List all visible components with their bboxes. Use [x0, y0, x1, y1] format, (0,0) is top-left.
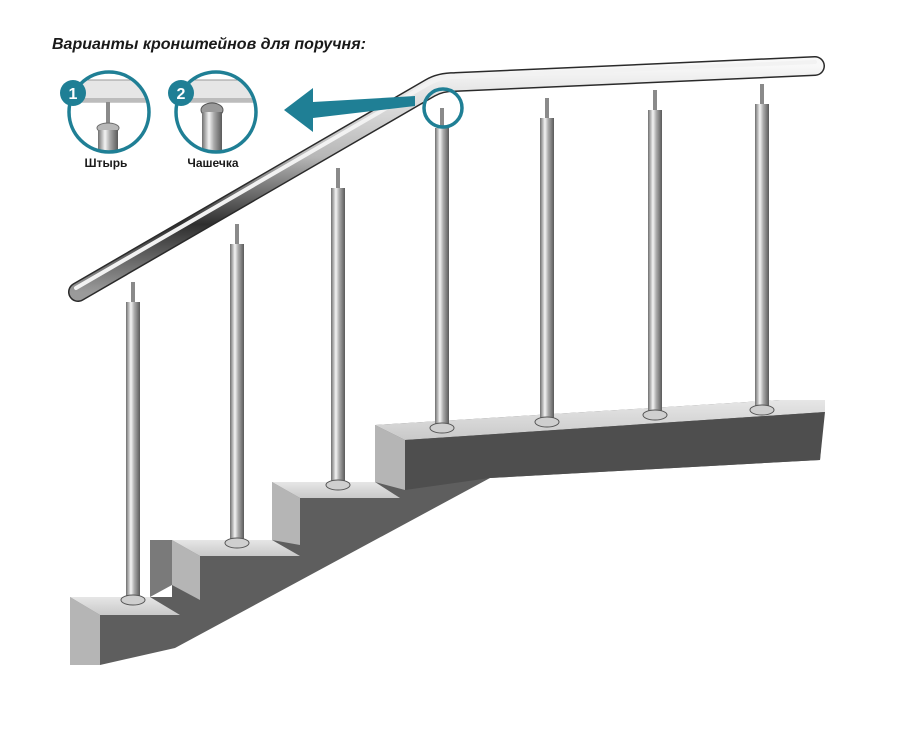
post-6 — [642, 90, 668, 421]
badge-1-number: 1 — [69, 86, 78, 103]
step-1-front — [70, 597, 100, 665]
page-title: Варианты кронштейнов для поручня: — [52, 36, 366, 53]
variant-1-detail: 1 — [60, 70, 151, 154]
posts — [120, 84, 775, 606]
variant-2-detail: 2 — [168, 70, 258, 154]
variant-2-label: Чашечка — [187, 156, 239, 170]
badge-2 — [168, 80, 194, 106]
step-3-front — [272, 482, 300, 545]
post-4 — [429, 108, 455, 434]
post-2 — [224, 224, 250, 549]
step-2-front — [172, 540, 200, 600]
post-1 — [120, 282, 146, 606]
post-3 — [325, 168, 351, 491]
post-7 — [749, 84, 775, 416]
landing-top — [375, 400, 825, 440]
badge-1 — [60, 80, 86, 106]
badge-2-number: 2 — [177, 86, 186, 103]
arrow-icon — [284, 88, 415, 132]
handrail — [68, 56, 825, 302]
staircase — [70, 400, 825, 665]
landing-front — [375, 425, 405, 490]
post-5 — [534, 98, 560, 428]
highlight-circle — [422, 87, 464, 129]
variant-1-label: Штырь — [84, 156, 128, 170]
